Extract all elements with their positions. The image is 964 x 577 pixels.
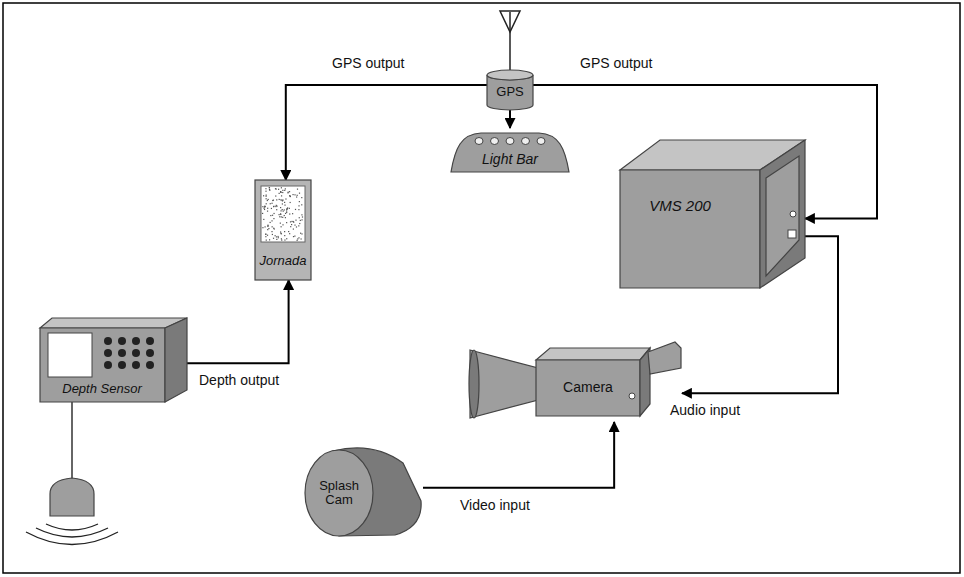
node-label: VMS 200 <box>649 198 711 215</box>
signal-connector <box>533 85 877 218</box>
signal-label: Depth output <box>197 372 281 389</box>
gps-cylinder: GPS <box>487 70 533 110</box>
signal-connector <box>509 110 511 128</box>
splash-camera: Splash Cam <box>303 443 423 538</box>
frame <box>3 3 960 573</box>
recorder-box-outline <box>620 140 805 288</box>
signal-connector <box>423 422 614 488</box>
signal-label: Video input <box>458 497 532 514</box>
node-label: Jornada <box>260 254 307 268</box>
depth-sensor-box: Depth Sensor <box>40 318 187 402</box>
camera-body: Camera <box>470 340 682 422</box>
transducer <box>26 402 118 545</box>
node-label: Depth Sensor <box>62 382 142 396</box>
node-label: Splash Cam <box>313 479 365 508</box>
signal-label: Audio input <box>668 402 742 419</box>
signal-connector <box>187 280 289 363</box>
antenna <box>500 11 520 70</box>
signal-label: GPS output <box>330 55 406 72</box>
node-label: Camera <box>563 380 613 395</box>
handheld-device: Jornada <box>255 180 311 280</box>
node-label: GPS <box>496 85 523 99</box>
node-label: Light Bar <box>482 152 538 167</box>
light-bar: Light Bar <box>449 128 571 173</box>
signal-label: GPS output <box>578 55 654 72</box>
recorder-box: VMS 200 <box>620 140 805 288</box>
